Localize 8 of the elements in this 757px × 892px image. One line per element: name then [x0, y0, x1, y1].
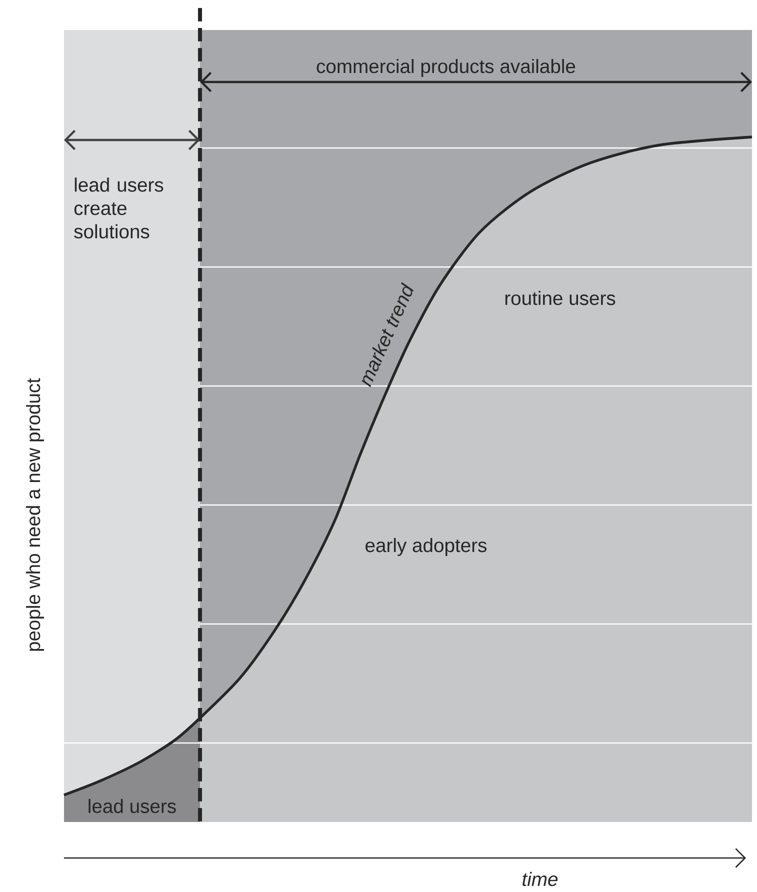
axis-label: time	[522, 872, 558, 886]
region-label: lead users	[88, 798, 176, 814]
curve-label: market trend	[362, 282, 414, 388]
region-label: routine users	[505, 290, 616, 306]
region-label: early adopters	[366, 538, 487, 556]
axis-label: people who need a new product	[26, 378, 44, 651]
span-label: commercial products available	[316, 59, 576, 78]
region-label: lead users create solutions	[74, 178, 164, 238]
